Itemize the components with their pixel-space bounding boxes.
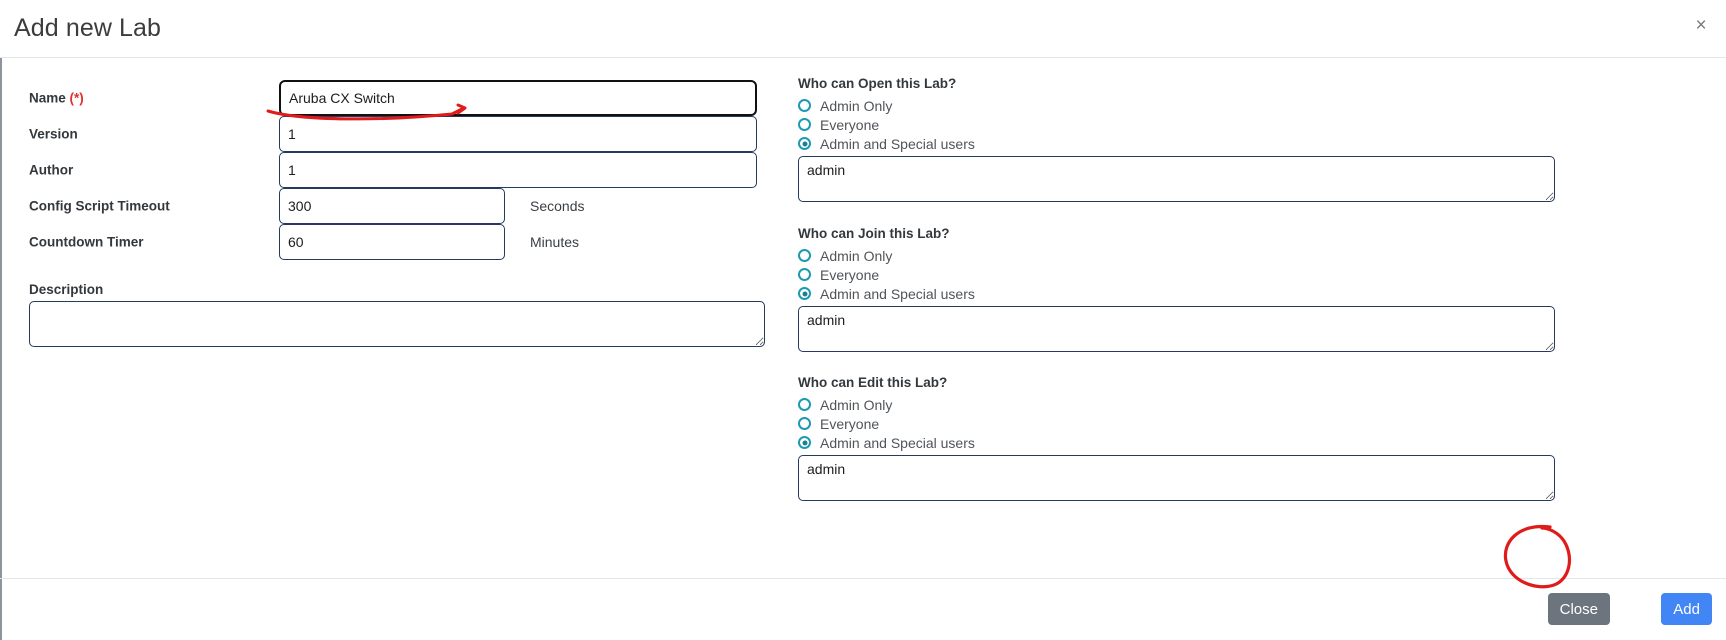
form-row: Config Script Timeout Seconds — [0, 188, 790, 224]
radio-option-label: Admin and Special users — [820, 135, 975, 152]
field-label: Name (*) — [29, 90, 84, 106]
radio-option[interactable]: Admin Only — [798, 246, 1556, 265]
permission-group-title: Who can Open this Lab? — [798, 76, 957, 91]
radio-option-label: Everyone — [820, 266, 880, 283]
radio-unselected-icon — [798, 268, 811, 281]
field-input[interactable] — [279, 116, 757, 152]
page-title: Add new Lab — [14, 14, 162, 42]
modal-footer: Close Add — [0, 579, 1726, 640]
description-label: Description — [29, 282, 104, 297]
radio-selected-icon — [798, 287, 811, 300]
form-row: Countdown Timer Minutes — [0, 224, 790, 260]
radio-option-label: Admin Only — [820, 97, 893, 114]
header-divider — [0, 57, 1726, 58]
radio-option-label: Admin and Special users — [820, 434, 975, 451]
radio-unselected-icon — [798, 398, 811, 411]
form-row: Name (*) — [0, 80, 790, 116]
special-users-input[interactable] — [798, 156, 1555, 202]
field-label: Author — [29, 162, 74, 178]
form-left-column: Name (*) VersionAuthorConfig Script Timeo… — [0, 58, 790, 570]
special-users-input[interactable] — [798, 306, 1555, 352]
field-label: Countdown Timer — [29, 234, 144, 250]
permission-group-title: Who can Edit this Lab? — [798, 375, 948, 390]
radio-option[interactable]: Admin Only — [798, 395, 1556, 414]
radio-selected-icon — [798, 137, 811, 150]
radio-unselected-icon — [798, 118, 811, 131]
description-input[interactable] — [29, 301, 765, 347]
radio-option[interactable]: Admin and Special users — [798, 134, 1556, 153]
field-input[interactable] — [279, 224, 505, 260]
modal-left-border — [0, 0, 2, 640]
unit-label: Minutes — [530, 234, 580, 250]
field-label: Version — [29, 126, 78, 142]
modal-body: Name (*) VersionAuthorConfig Script Timeo… — [0, 58, 1726, 570]
permission-group-title: Who can Join this Lab? — [798, 226, 950, 241]
form-row: Version — [0, 116, 790, 152]
unit-label: Seconds — [530, 198, 585, 214]
radio-option-label: Admin Only — [820, 396, 893, 413]
field-input[interactable] — [279, 152, 757, 188]
modal-header: Add new Lab × — [0, 0, 1726, 58]
radio-unselected-icon — [798, 417, 811, 430]
radio-option-label: Everyone — [820, 415, 880, 432]
radio-option[interactable]: Admin Only — [798, 96, 1556, 115]
radio-unselected-icon — [798, 99, 811, 112]
field-input[interactable] — [279, 188, 505, 224]
radio-option[interactable]: Admin and Special users — [798, 284, 1556, 303]
field-label: Config Script Timeout — [29, 198, 170, 214]
radio-option[interactable]: Everyone — [798, 115, 1556, 134]
radio-selected-icon — [798, 436, 811, 449]
form-row: Author — [0, 152, 790, 188]
radio-option-label: Everyone — [820, 116, 880, 133]
radio-option-label: Admin Only — [820, 247, 893, 264]
footer-divider — [0, 578, 1726, 579]
add-button[interactable]: Add — [1661, 593, 1712, 625]
radio-option[interactable]: Admin and Special users — [798, 433, 1556, 452]
required-marker: (*) — [69, 90, 84, 106]
field-input[interactable] — [279, 80, 757, 116]
close-button[interactable]: Close — [1547, 593, 1610, 625]
radio-unselected-icon — [798, 249, 811, 262]
close-icon[interactable]: × — [1688, 12, 1714, 38]
radio-option-label: Admin and Special users — [820, 285, 975, 302]
radio-option[interactable]: Everyone — [798, 265, 1556, 284]
radio-option[interactable]: Everyone — [798, 414, 1556, 433]
special-users-input[interactable] — [798, 455, 1555, 501]
